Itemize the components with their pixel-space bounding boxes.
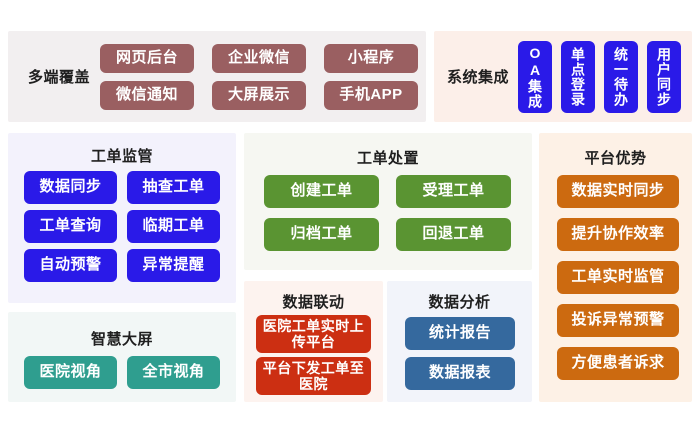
button-work-order-query[interactable]: 工单查询 [24, 210, 117, 243]
panel-smart-big-screen: 智慧大屏 医院视角 全市视角 [8, 312, 236, 402]
button-single-sign-on[interactable]: 单点登录 [561, 41, 595, 113]
panel-data-analysis: 数据分析 统计报告 数据报表 [387, 281, 532, 402]
button-big-screen-display[interactable]: 大屏展示 [212, 81, 306, 110]
panel-platform-advantage: 平台优势 数据实时同步 提升协作效率 工单实时监管 投诉异常预警 方便患者诉求 [539, 133, 692, 402]
button-return-work-order[interactable]: 回退工单 [396, 218, 511, 251]
button-data-report-form[interactable]: 数据报表 [405, 357, 515, 390]
panel-work-order-supervision: 工单监管 数据同步 抽查工单 工单查询 临期工单 自动预警 异常提醒 [8, 133, 236, 303]
button-hospital-upload-realtime[interactable]: 医院工单实时上传平台 [256, 315, 371, 353]
panel-data-linkage: 数据联动 医院工单实时上传平台 平台下发工单至医院 [244, 281, 383, 402]
button-due-soon-work-order[interactable]: 临期工单 [127, 210, 220, 243]
button-complaint-anomaly-alert[interactable]: 投诉异常预警 [557, 304, 679, 337]
panel-work-order-dispose: 工单处置 创建工单 受理工单 归档工单 回退工单 [244, 133, 532, 270]
button-hospital-view[interactable]: 医院视角 [24, 356, 117, 389]
button-platform-dispatch-to-hospital[interactable]: 平台下发工单至医院 [256, 357, 371, 395]
button-wechat-notification[interactable]: 微信通知 [100, 81, 194, 110]
button-mobile-app[interactable]: 手机APP [324, 81, 418, 110]
button-citywide-view[interactable]: 全市视角 [127, 356, 220, 389]
data-linkage-title: 数据联动 [282, 294, 345, 311]
button-convenient-patient-appeal[interactable]: 方便患者诉求 [557, 347, 679, 380]
button-auto-alert[interactable]: 自动预警 [24, 249, 117, 282]
button-statistical-report[interactable]: 统计报告 [405, 317, 515, 350]
button-anomaly-reminder[interactable]: 异常提醒 [127, 249, 220, 282]
button-spot-check-work-order[interactable]: 抽查工单 [127, 171, 220, 204]
button-oa-integration[interactable]: OA集成 [518, 41, 552, 113]
button-archive-work-order[interactable]: 归档工单 [264, 218, 379, 251]
multi-end-coverage-label: 多端覆盖 [27, 69, 90, 86]
data-analysis-title: 数据分析 [428, 294, 491, 311]
work-order-supervision-title: 工单监管 [90, 148, 153, 165]
button-user-sync[interactable]: 用户同步 [647, 41, 681, 113]
button-data-sync[interactable]: 数据同步 [24, 171, 117, 204]
system-integration-label: 系统集成 [446, 69, 509, 86]
button-unified-todo[interactable]: 统一待办 [604, 41, 638, 113]
panel-multi-end-coverage: 多端覆盖 网页后台 企业微信 小程序 微信通知 大屏展示 手机APP [8, 31, 426, 122]
button-mini-program[interactable]: 小程序 [324, 44, 418, 73]
panel-system-integration: 系统集成 OA集成 单点登录 统一待办 用户同步 [434, 31, 692, 122]
button-enterprise-wechat[interactable]: 企业微信 [212, 44, 306, 73]
platform-advantage-title: 平台优势 [584, 150, 647, 167]
button-realtime-data-sync[interactable]: 数据实时同步 [557, 175, 679, 208]
smart-big-screen-title: 智慧大屏 [90, 331, 153, 348]
work-order-dispose-title: 工单处置 [356, 150, 419, 167]
button-improve-collaboration-efficiency[interactable]: 提升协作效率 [557, 218, 679, 251]
button-accept-work-order[interactable]: 受理工单 [396, 175, 511, 208]
button-web-backend[interactable]: 网页后台 [100, 44, 194, 73]
button-realtime-work-order-supervision[interactable]: 工单实时监管 [557, 261, 679, 294]
button-create-work-order[interactable]: 创建工单 [264, 175, 379, 208]
